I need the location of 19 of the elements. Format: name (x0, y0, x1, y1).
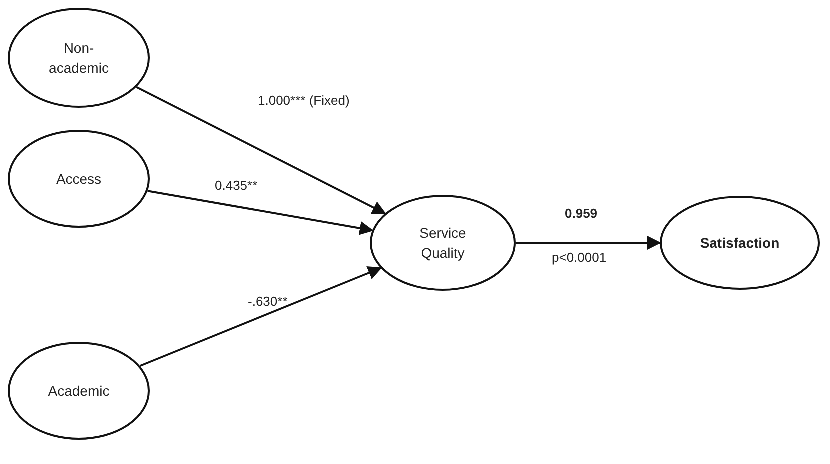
node-label: Service Quality (418, 224, 468, 263)
p-value-label: p<0.0001 (552, 250, 607, 265)
node-label: Access (56, 170, 102, 189)
construct-ellipse (8, 130, 150, 228)
arrow (136, 86, 386, 215)
edge-label: -.630** (248, 294, 288, 309)
arrow (140, 266, 382, 368)
arrow (148, 190, 374, 236)
edge-label: 0.959 (565, 206, 598, 221)
construct-ellipse (660, 196, 820, 290)
node-label: Academic (48, 382, 110, 401)
edge-label: 0.435** (215, 178, 258, 193)
node-label: Non-academic (48, 38, 110, 78)
node-label: Satisfaction (700, 234, 780, 253)
construct-ellipse (8, 8, 150, 108)
construct-ellipse (8, 342, 150, 440)
arrow (516, 236, 662, 250)
construct-ellipse (370, 195, 516, 291)
edge-label: 1.000*** (Fixed) (258, 93, 350, 108)
